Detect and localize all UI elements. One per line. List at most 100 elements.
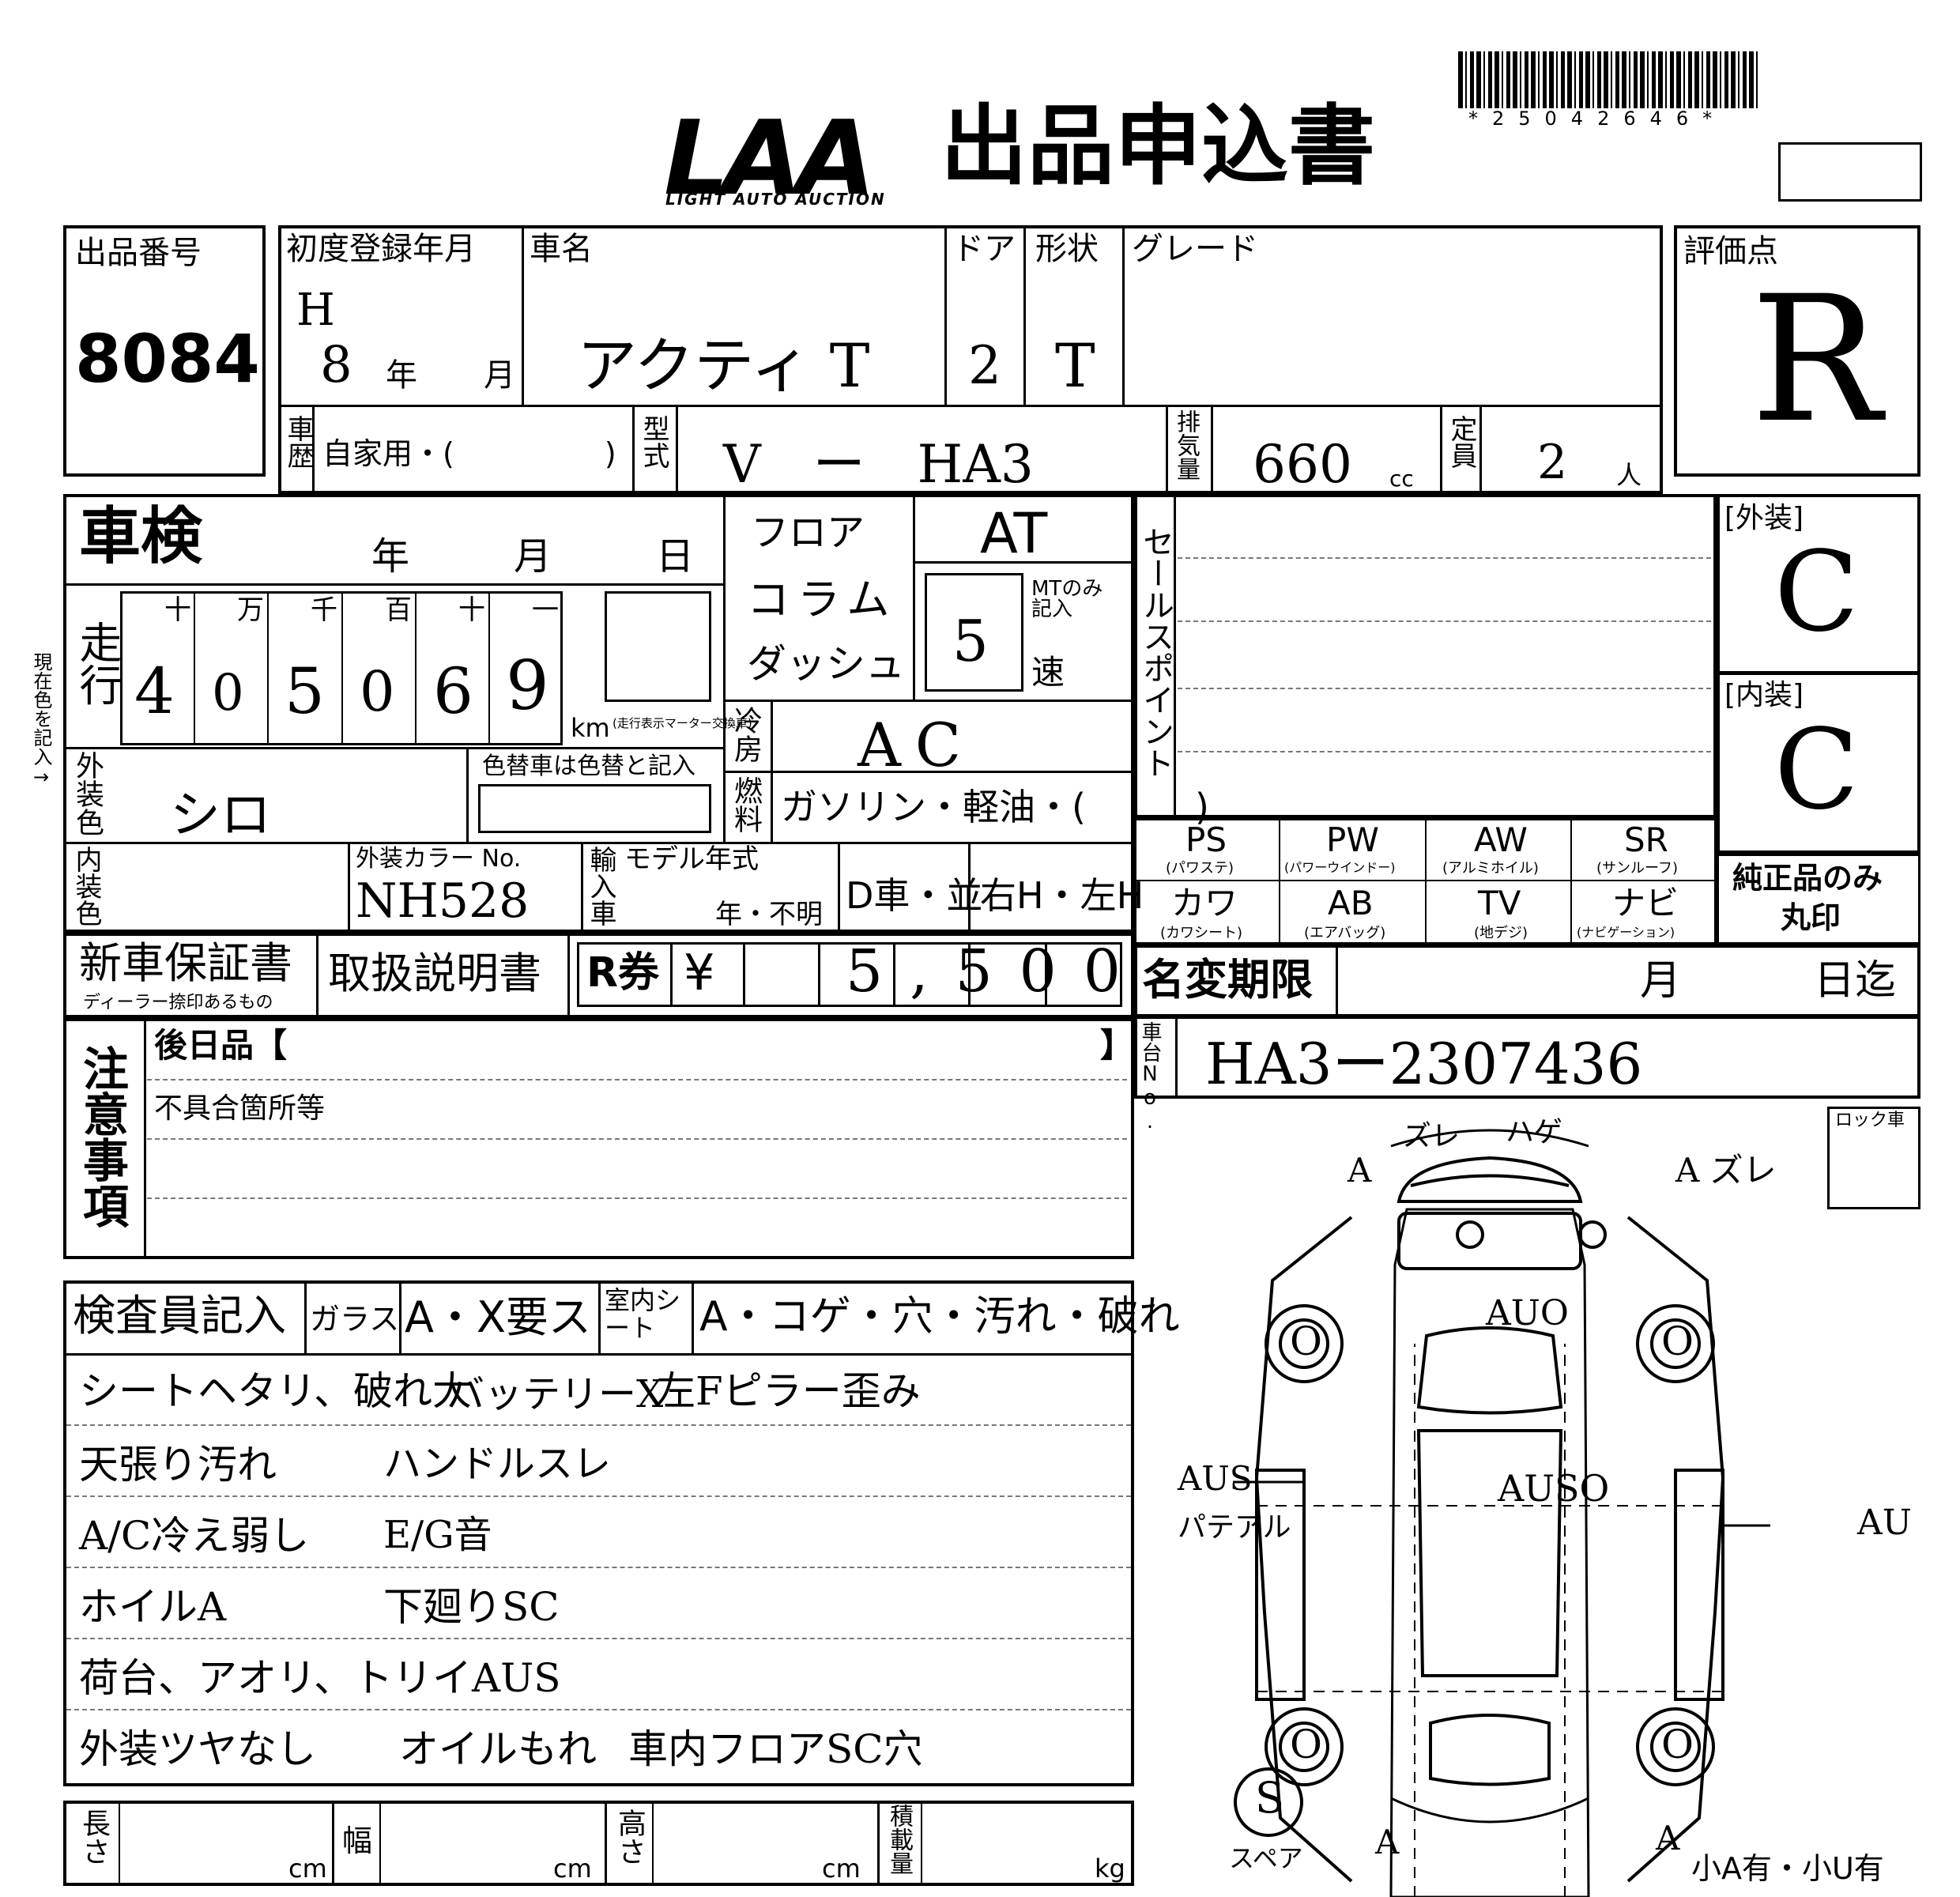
spare-mark: S bbox=[1255, 1773, 1284, 1823]
mt-only-note: MTのみ記入 bbox=[1031, 577, 1103, 621]
mileage-unit-1: 万 bbox=[237, 594, 264, 626]
option-sr-sub: (サンルーフ) bbox=[1596, 860, 1678, 877]
mileage-digit-1: 0 bbox=[212, 664, 244, 722]
notes-label: 注意事項 bbox=[75, 1045, 129, 1228]
inspector-line-5-col1: 荷台、アオリ、トリイAUS bbox=[79, 1655, 561, 1701]
barcode bbox=[1458, 51, 1758, 108]
diagram-mark-right-side: AU bbox=[1857, 1503, 1912, 1543]
recycle-yen: ¥ bbox=[684, 944, 715, 1001]
load-unit: kg bbox=[1095, 1854, 1125, 1884]
option-aw-sub: (アルミホイル) bbox=[1442, 860, 1539, 877]
displacement-value: 660 bbox=[1253, 434, 1352, 495]
diagram-mark-wheel-fr: O bbox=[1661, 1318, 1694, 1364]
recycle-label: R券 bbox=[586, 949, 660, 997]
inspector-line-1-col3: 左Fピラー歪み bbox=[656, 1368, 921, 1414]
fuel-label: 燃料 bbox=[729, 776, 762, 833]
diagram-mark-rear-right: A bbox=[1656, 1819, 1680, 1857]
interior-grade-value: C bbox=[1774, 706, 1860, 835]
inspector-line-3-col2: E/G音 bbox=[383, 1513, 492, 1557]
grade-label: グレード bbox=[1132, 231, 1258, 267]
model-value: V ー HA3 bbox=[723, 434, 1034, 495]
diagram-mark-wheel-fl: O bbox=[1290, 1318, 1322, 1364]
inspector-line-4-col2: 下廻りSC bbox=[383, 1584, 560, 1630]
manual-label: 取扱説明書 bbox=[328, 948, 541, 998]
inspector-label: 検査員記入 bbox=[73, 1291, 286, 1341]
shape-value: T bbox=[1055, 330, 1095, 401]
inspector-line-2-col2: ハンドルスレ bbox=[383, 1442, 612, 1486]
mileage-unit-4: 十 bbox=[458, 594, 485, 626]
chassis-box bbox=[1134, 1016, 1920, 1099]
option-ps: PS bbox=[1185, 820, 1227, 859]
lot-number-value: 8084 bbox=[75, 320, 260, 398]
option-ab-sub: (エアバッグ) bbox=[1304, 925, 1386, 941]
mileage-unit-3: 百 bbox=[385, 594, 412, 626]
capacity-label: 定員 bbox=[1446, 415, 1477, 469]
interior-color-label: 内装色 bbox=[70, 846, 102, 926]
corner-stamp-box bbox=[1778, 142, 1922, 202]
width-label: 幅 bbox=[342, 1823, 373, 1858]
length-unit: cm bbox=[288, 1854, 327, 1884]
model-label: 型式 bbox=[638, 415, 669, 469]
interior-grade-label: [内装] bbox=[1724, 679, 1804, 711]
option-navi: ナビ bbox=[1612, 884, 1679, 922]
notes-box bbox=[63, 1018, 1134, 1259]
lock-box bbox=[1827, 1107, 1920, 1209]
shift-option-floor: フロア bbox=[751, 511, 865, 555]
option-navi-sub: (ナビゲーション) bbox=[1577, 925, 1675, 940]
spec-box bbox=[63, 494, 1134, 933]
mt-speed-box bbox=[925, 573, 1023, 692]
lot-number-box bbox=[63, 225, 266, 477]
truck-outline bbox=[1233, 1129, 1770, 1897]
diagram-mark-roof: AUO bbox=[1486, 1293, 1569, 1333]
mileage-digit-4: 6 bbox=[433, 654, 473, 728]
repaint-box bbox=[478, 784, 711, 833]
spare-label: スペア bbox=[1229, 1843, 1303, 1873]
barcode-number: *25042646* bbox=[1468, 107, 1727, 130]
option-leather-sub: (カワシート) bbox=[1160, 925, 1243, 941]
capacity-value: 2 bbox=[1537, 435, 1568, 490]
option-sr: SR bbox=[1624, 820, 1668, 859]
load-label: 積載量 bbox=[885, 1804, 913, 1875]
warranty-note: ディーラー捺印あるもの bbox=[83, 993, 273, 1013]
car-name-label: 車名 bbox=[530, 231, 593, 267]
exterior-grade-label: [外装] bbox=[1724, 502, 1804, 534]
diagram-mark-wheel-rl: O bbox=[1290, 1722, 1322, 1767]
transmission-at: AT bbox=[980, 501, 1048, 566]
option-tv: TV bbox=[1478, 884, 1521, 922]
repaint-note: 色替車は色替と記入 bbox=[482, 752, 695, 780]
score-value: R bbox=[1751, 258, 1882, 461]
genuine-note-box bbox=[1717, 854, 1920, 945]
mileage-unit-5: 一 bbox=[532, 594, 559, 626]
exterior-color-value: シロ bbox=[170, 786, 271, 845]
side-note: 現在色を記入→ bbox=[30, 652, 52, 788]
logo-subtitle: LIGHT AUTO AUCTION bbox=[665, 190, 886, 209]
mt-speed-value: 5 bbox=[952, 608, 989, 674]
model-year-value: 年・不明 bbox=[715, 899, 823, 930]
registration-year: 8 bbox=[320, 336, 352, 394]
meter-swap-box bbox=[605, 591, 711, 702]
dealer-value: D車・並 bbox=[846, 874, 983, 917]
diagram-mark-front-left: A bbox=[1348, 1151, 1372, 1190]
door-value: 2 bbox=[968, 335, 1001, 396]
inspector-line-3-col1: A/C冷え弱し bbox=[79, 1513, 310, 1559]
history-value: 自家用・( ) bbox=[322, 436, 616, 471]
glass-label: ガラス bbox=[310, 1302, 400, 1337]
ac-label: 冷房 bbox=[729, 706, 762, 763]
exterior-color-label: 外装色 bbox=[71, 751, 104, 836]
mileage-digit-3: 0 bbox=[360, 659, 395, 724]
mileage-unit-0: 十 bbox=[164, 594, 191, 626]
inspector-line-4-col1: ホイルA bbox=[79, 1584, 227, 1630]
mileage-unit-km: km bbox=[571, 713, 610, 743]
later-items-label: 後日品【 bbox=[154, 1026, 288, 1065]
diagram-mark-left-side: AUS bbox=[1178, 1459, 1253, 1498]
inspector-line-2-col1: 天張り汚れ bbox=[79, 1442, 277, 1488]
seat-value: A・コゲ・穴・汚れ・破れ bbox=[699, 1293, 1180, 1341]
color-code-label: 外装カラー No. bbox=[356, 845, 522, 873]
diagram-mark-front-right: A ズレ bbox=[1675, 1151, 1777, 1190]
vehicle-main-box bbox=[278, 225, 1663, 494]
import-label: 輸入車 bbox=[585, 846, 616, 926]
width-unit: cm bbox=[553, 1854, 592, 1884]
form-title: 出品申込書 bbox=[940, 96, 1375, 197]
recycle-box bbox=[577, 942, 1122, 1007]
height-label: 高さ bbox=[613, 1808, 646, 1865]
